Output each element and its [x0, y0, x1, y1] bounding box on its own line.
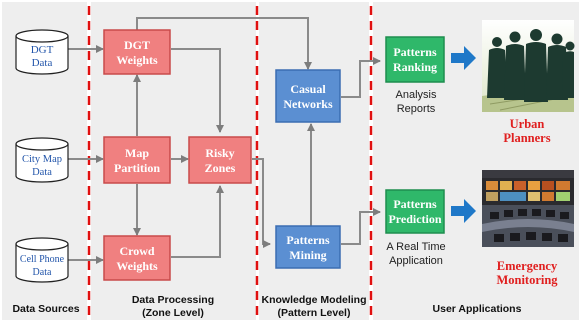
node-crowd-weights: Crowd Weights [103, 235, 171, 281]
urban-planners-image [482, 20, 575, 112]
arrow-dgt-to-casual [136, 17, 312, 70]
emergency-monitoring-image [482, 170, 574, 247]
connectors [65, 17, 381, 264]
source-dgt-data: DGT Data [15, 29, 69, 75]
node-patterns-prediction-line-2: Prediction [388, 212, 441, 226]
node-patterns-mining-line-1: Patterns [286, 233, 330, 247]
arrow-casual-to-ranking [341, 57, 381, 98]
node-crowd-weights-line-2: Weights [116, 259, 158, 273]
source-city-map-label-1: City Map [22, 154, 62, 165]
column-title-data-processing-2: (Zone Level) [142, 307, 204, 319]
source-dgt-label-2: Data [32, 57, 53, 69]
arrow-mining-to-prediction [341, 208, 381, 245]
column-title-knowledge-modeling-1: Knowledge Modeling [262, 294, 367, 306]
node-patterns-prediction: Patterns Prediction [385, 189, 445, 234]
node-patterns-ranking-line-2: Ranking [393, 60, 437, 74]
caption-urban-line-1: Urban [510, 117, 545, 131]
node-dgt-weights-line-2: Weights [116, 53, 158, 67]
column-title-data-sources: Data Sources [12, 303, 79, 315]
caption-realtime-line-1: A Real Time [386, 241, 445, 253]
source-city-map-data: City Map Data [15, 137, 69, 183]
node-dgt-weights: DGT Weights [103, 29, 171, 75]
node-risky-zones: Risky Zones [188, 136, 252, 184]
node-patterns-ranking: Patterns Ranking [385, 36, 445, 83]
node-patterns-ranking-line-1: Patterns [393, 45, 437, 59]
source-dgt-label-1: DGT [31, 44, 54, 56]
node-map-partition-line-2: Partition [114, 161, 160, 175]
source-cell-phone-label-1: Cell Phone [20, 254, 65, 265]
source-cell-phone-label-2: Data [33, 267, 52, 278]
block-arrow-top [451, 46, 476, 70]
node-patterns-mining-line-2: Mining [289, 248, 326, 262]
node-crowd-weights-line-1: Crowd [119, 244, 154, 258]
caption-analysis-line-1: Analysis [396, 89, 437, 101]
caption-realtime-line-2: Application [389, 255, 443, 267]
node-risky-zones-line-1: Risky [205, 146, 234, 160]
arrow-dgt-to-risky [171, 48, 224, 133]
panel-knowledge-modeling [259, 2, 369, 320]
source-city-map-label-2: Data [32, 167, 52, 178]
caption-emergency-line-1: Emergency [497, 259, 558, 273]
node-dgt-weights-line-1: DGT [124, 38, 150, 52]
caption-emergency-line-2: Monitoring [496, 273, 558, 287]
column-title-data-processing-1: Data Processing [132, 294, 214, 306]
source-cell-phone-data: Cell Phone Data [15, 237, 69, 283]
node-risky-zones-line-2: Zones [205, 161, 236, 175]
caption-urban-line-2: Planners [503, 131, 550, 145]
column-title-user-applications: User Applications [433, 303, 522, 315]
node-casual-networks-line-1: Casual [290, 82, 326, 96]
arrow-risky-to-mining [252, 158, 271, 248]
node-patterns-prediction-line-1: Patterns [393, 197, 437, 211]
node-casual-networks: Casual Networks [275, 69, 341, 123]
block-arrow-bottom [451, 199, 476, 223]
node-casual-networks-line-2: Networks [283, 97, 333, 111]
arrow-crowd-to-risky [171, 185, 224, 258]
caption-analysis-line-2: Reports [397, 103, 436, 115]
node-map-partition-line-1: Map [125, 146, 149, 160]
node-patterns-mining: Patterns Mining [275, 225, 341, 269]
node-map-partition: Map Partition [103, 136, 171, 184]
column-title-knowledge-modeling-2: (Pattern Level) [278, 307, 351, 319]
